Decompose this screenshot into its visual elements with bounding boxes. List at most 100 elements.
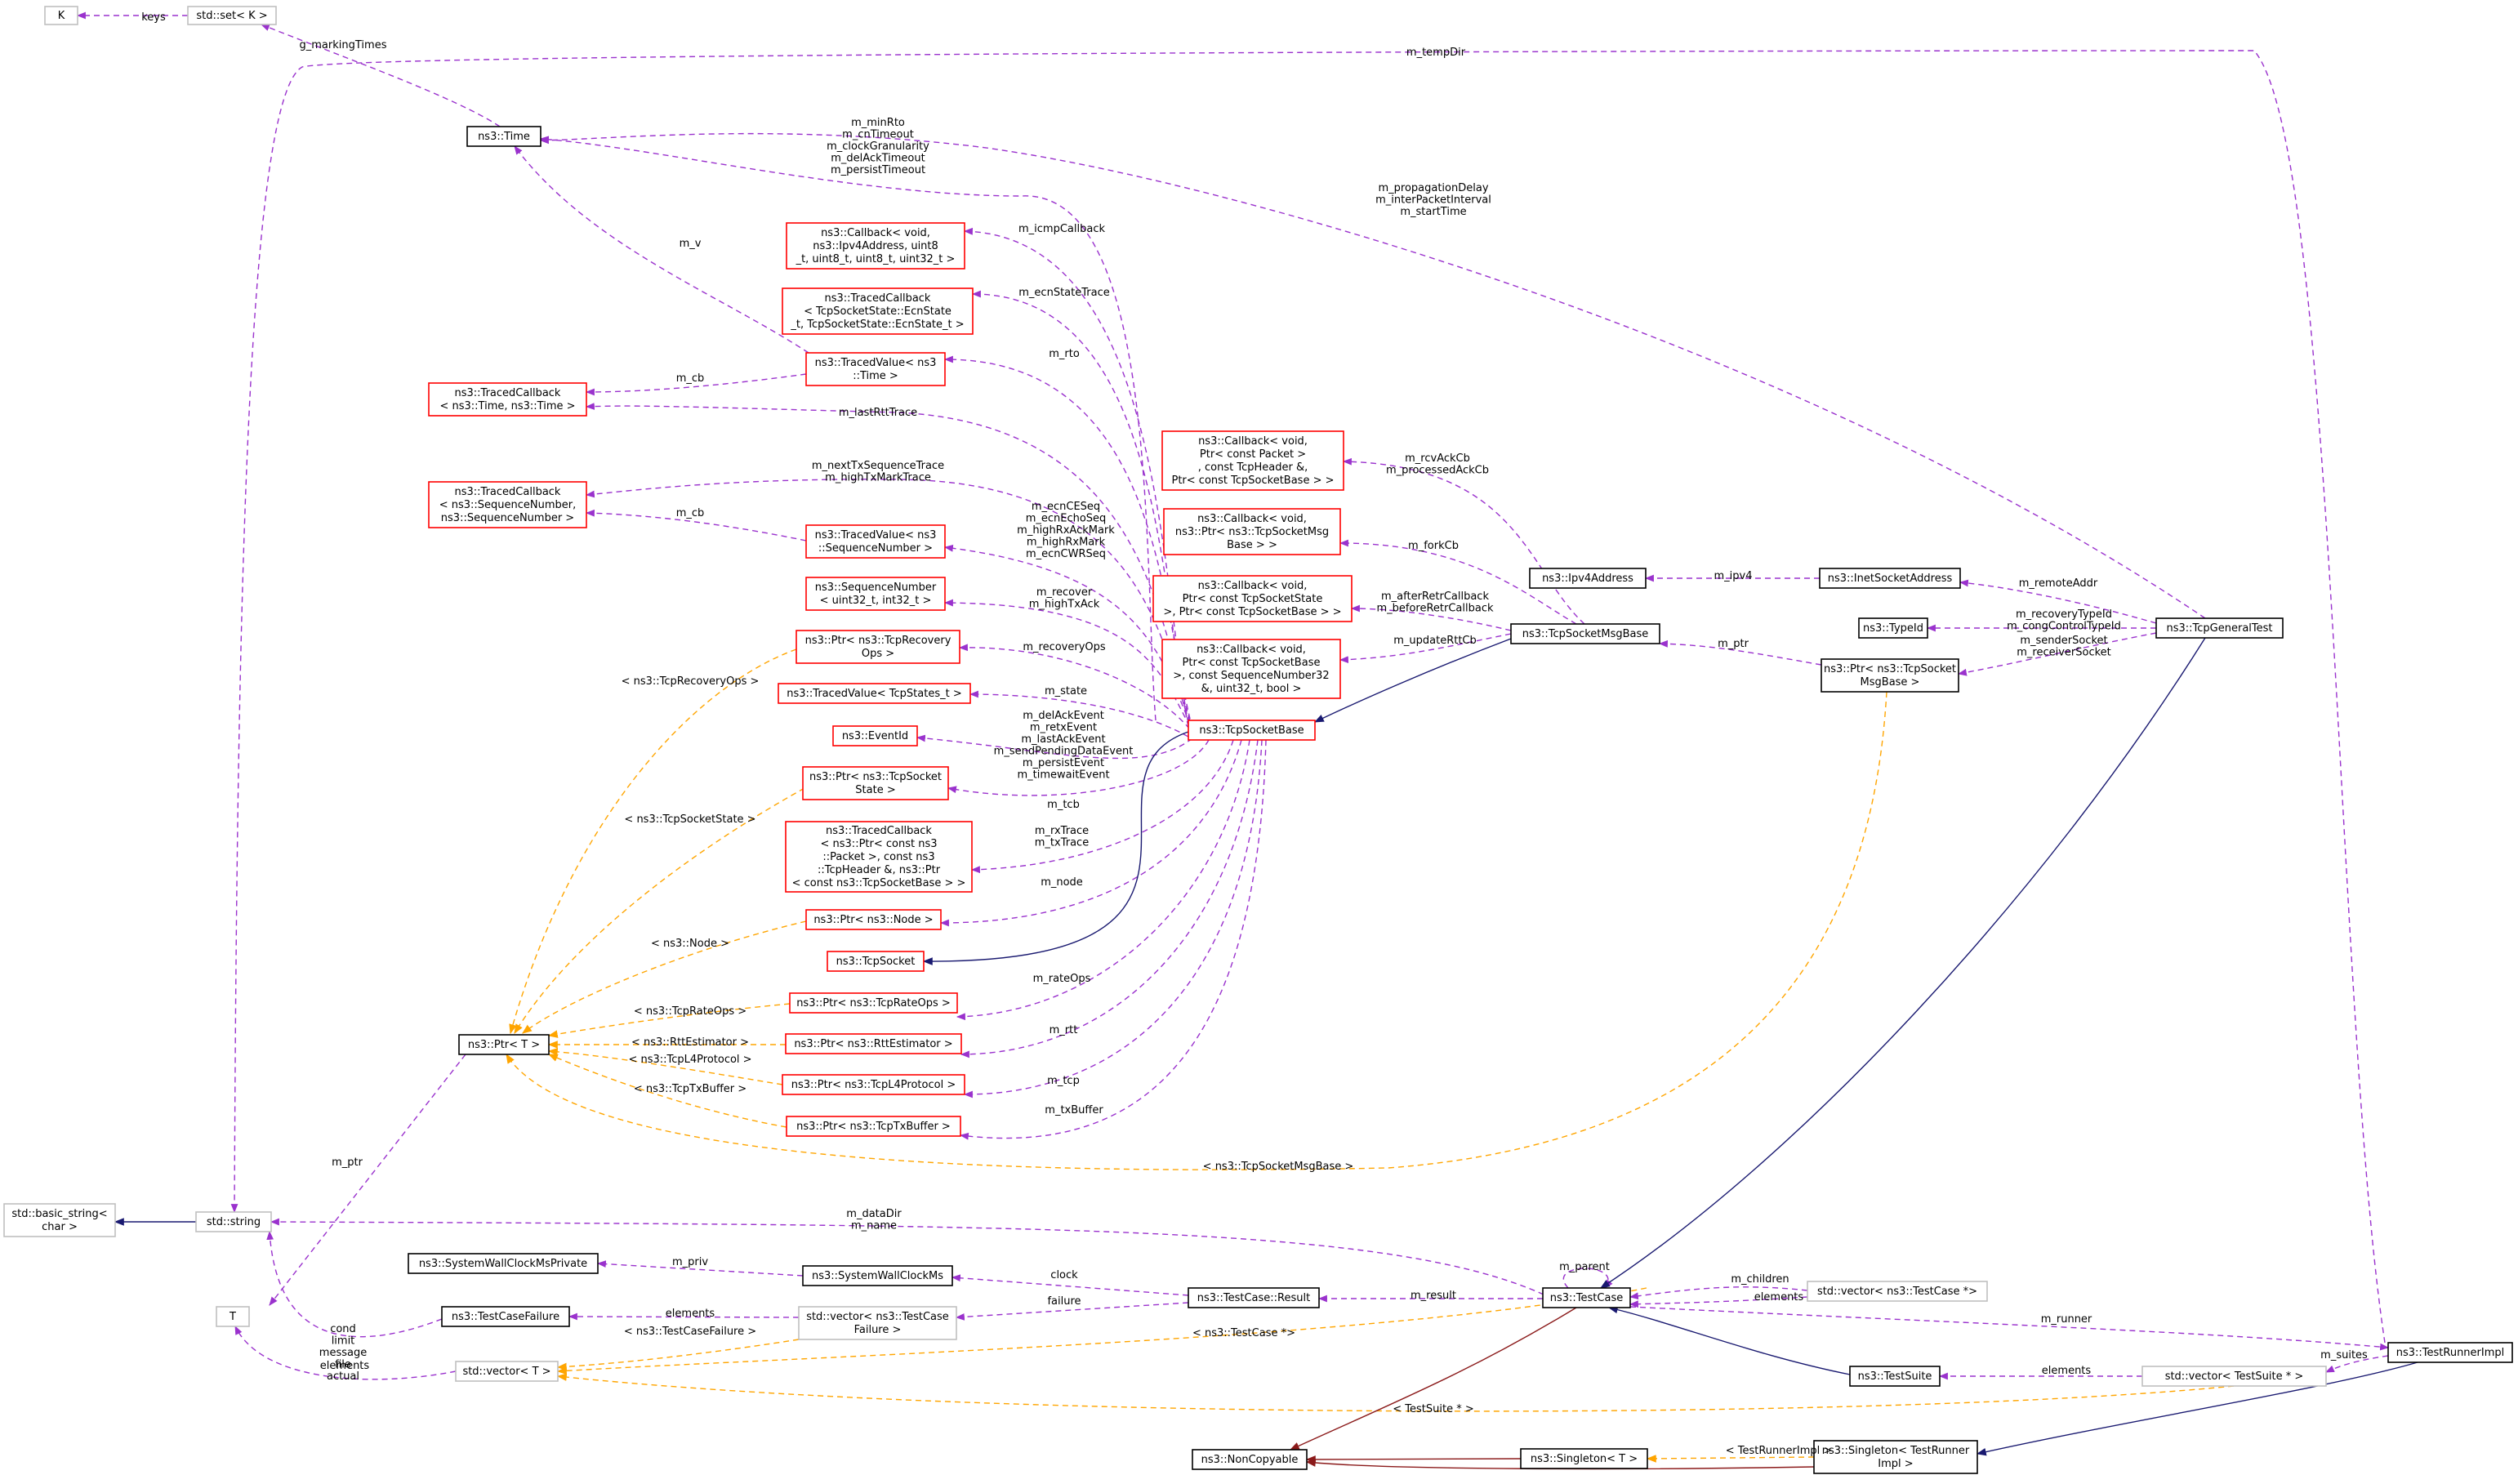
- member-edge: [1629, 1306, 2390, 1351]
- class-node-tcrx[interactable]: ns3::TracedCallback< ns3::Ptr< const ns3…: [785, 821, 973, 893]
- class-node-box: [1849, 1366, 1941, 1387]
- class-node-box: [786, 222, 965, 270]
- class-node-label: ns3::Ptr< ns3::TcpSocketMsg: [1175, 526, 1329, 538]
- class-node-ptrstate[interactable]: ns3::Ptr< ns3::TcpSocketState >: [802, 766, 949, 800]
- class-node-vecT[interactable]: std::vector< T >: [455, 1361, 559, 1382]
- class-node-testcase[interactable]: ns3::TestCase: [1542, 1287, 1631, 1308]
- edge-label: keys: [141, 11, 166, 24]
- class-node-label: ns3::SystemWallClockMsPrivate: [419, 1258, 587, 1270]
- class-node-tcseq[interactable]: ns3::TracedCallback< ns3::SequenceNumber…: [428, 481, 587, 528]
- class-node-label: ns3::Singleton< TestRunner: [1822, 1445, 1970, 1457]
- member-edge: [539, 136, 1156, 721]
- class-node-ptrrate[interactable]: ns3::Ptr< ns3::TcpRateOps >: [789, 992, 958, 1014]
- edge-label: < ns3::TcpTxBuffer >: [634, 1083, 746, 1095]
- edge-label: g_markingTimes: [300, 39, 387, 51]
- class-node-K[interactable]: K: [44, 6, 78, 25]
- class-node-tcpsocket[interactable]: ns3::TcpSocket: [827, 951, 925, 972]
- template-edge: [506, 691, 1887, 1170]
- class-node-result[interactable]: ns3::TestCase::Result: [1188, 1287, 1320, 1308]
- class-node-seqnum[interactable]: ns3::SequenceNumber< uint32_t, int32_t >: [805, 577, 946, 611]
- class-node-cbicmp[interactable]: ns3::Callback< void,ns3::Ipv4Address, ui…: [786, 222, 965, 270]
- class-node-tcfail[interactable]: ns3::TestCaseFailure: [441, 1306, 570, 1327]
- class-node-typeid[interactable]: ns3::TypeId: [1858, 617, 1928, 639]
- member-edge: [947, 739, 1210, 796]
- class-node-tcecn[interactable]: ns3::TracedCallback< TcpSocketState::Ecn…: [782, 287, 974, 335]
- class-node-ptrT[interactable]: ns3::Ptr< T >: [458, 1034, 550, 1055]
- class-node-box: [1188, 720, 1316, 741]
- member-edge: [956, 739, 1250, 1021]
- class-node-cbrtt[interactable]: ns3::Callback< void,Ptr< const TcpSocket…: [1161, 639, 1341, 699]
- class-node-box: [782, 1074, 965, 1095]
- edge-label: < ns3::TcpSocketMsgBase >: [1203, 1161, 1354, 1173]
- class-node-tvseq[interactable]: ns3::TracedValue< ns3::SequenceNumber >: [805, 524, 946, 559]
- class-node-tsmb[interactable]: ns3::TcpSocketMsgBase: [1510, 623, 1660, 644]
- edges-layer: [76, 11, 2418, 1470]
- edge-label: m_ipv4: [1714, 570, 1753, 582]
- class-node-tgt[interactable]: ns3::TcpGeneralTest: [2155, 617, 2284, 639]
- edge-label: elements: [2042, 1365, 2092, 1377]
- class-node-box: [785, 1033, 962, 1054]
- class-node-runner[interactable]: ns3::TestRunnerImpl: [2387, 1342, 2513, 1363]
- class-node-eventid[interactable]: ns3::EventId: [832, 725, 918, 746]
- edge-label: m_recoveryOps: [1023, 641, 1106, 653]
- class-node-ptrnode[interactable]: ns3::Ptr< ns3::Node >: [805, 909, 942, 930]
- member-edge: [1342, 457, 1585, 625]
- class-node-cbfork[interactable]: ns3::Callback< void,ns3::Ptr< ns3::TcpSo…: [1163, 508, 1341, 555]
- class-node-box: [782, 287, 974, 335]
- class-node-vecfail[interactable]: std::vector< ns3::TestCaseFailure >: [798, 1306, 957, 1340]
- class-node-label: ns3::TracedCallback: [825, 292, 931, 305]
- class-node-singT[interactable]: ns3::Singleton< T >: [1520, 1448, 1648, 1469]
- class-node-bstring[interactable]: std::basic_string<char >: [3, 1203, 116, 1237]
- class-node-swc[interactable]: ns3::SystemWallClockMs: [802, 1265, 953, 1286]
- edge-label: m_ecnCWRSeq: [1026, 548, 1106, 560]
- class-node-label: Ptr< const Packet >: [1200, 448, 1306, 461]
- class-node-label: ns3::Ptr< ns3::TcpL4Protocol >: [791, 1079, 956, 1091]
- class-node-ipv4[interactable]: ns3::Ipv4Address: [1529, 568, 1647, 589]
- class-node-inet[interactable]: ns3::InetSocketAddress: [1819, 568, 1961, 589]
- edge-label: m_txTrace: [1035, 837, 1089, 849]
- class-node-label: &, uint32_t, bool >: [1201, 683, 1302, 695]
- class-node-ptrtsmb[interactable]: ns3::Ptr< ns3::TcpSocketMsgBase >: [1821, 658, 1959, 693]
- edge-label: m_persistEvent: [1023, 757, 1104, 769]
- class-node-T[interactable]: T: [216, 1306, 250, 1327]
- edge-label: m_delAckEvent: [1023, 710, 1104, 722]
- class-node-tctime[interactable]: ns3::TracedCallback< ns3::Time, ns3::Tim…: [428, 382, 587, 417]
- class-node-ptrtx[interactable]: ns3::Ptr< ns3::TcpTxBuffer >: [786, 1116, 961, 1137]
- member-edge: [260, 24, 501, 127]
- edge-label: m_highRxMark: [1027, 537, 1106, 549]
- class-node-tvtime[interactable]: ns3::TracedValue< ns3::Time >: [805, 352, 946, 386]
- member-edge: [2324, 1355, 2389, 1373]
- class-node-box: [428, 382, 587, 417]
- edge-label: m_propagationDelay: [1378, 182, 1488, 194]
- class-node-ptrrec[interactable]: ns3::Ptr< ns3::TcpRecoveryOps >: [796, 630, 960, 664]
- edge-label: m_recover: [1036, 586, 1093, 599]
- edge-label: < ns3::TcpRateOps >: [634, 1005, 746, 1018]
- class-node-tsb[interactable]: ns3::TcpSocketBase: [1188, 720, 1316, 741]
- class-node-ptrl4[interactable]: ns3::Ptr< ns3::TcpL4Protocol >: [782, 1074, 965, 1095]
- template-edge: [556, 1339, 800, 1371]
- class-node-testsuite[interactable]: ns3::TestSuite: [1849, 1366, 1941, 1387]
- class-node-time[interactable]: ns3::Time: [466, 126, 541, 147]
- class-node-swcmp[interactable]: ns3::SystemWallClockMsPrivate: [408, 1253, 599, 1274]
- class-node-noncopy[interactable]: ns3::NonCopyable: [1192, 1449, 1308, 1470]
- template-edge: [547, 1003, 791, 1038]
- class-node-box: [466, 126, 541, 147]
- class-node-label: MsgBase >: [1861, 676, 1920, 689]
- class-node-cbrcv[interactable]: ns3::Callback< void,Ptr< const Packet >,…: [1161, 430, 1344, 491]
- class-node-label: ns3::TestRunnerImpl: [2396, 1347, 2505, 1359]
- class-node-ptrrtt[interactable]: ns3::Ptr< ns3::RttEstimator >: [785, 1033, 962, 1054]
- class-node-vects[interactable]: std::vector< TestSuite * >: [2141, 1366, 2327, 1387]
- class-node-cbretr[interactable]: ns3::Callback< void,Ptr< const TcpSocket…: [1152, 575, 1353, 622]
- class-node-string[interactable]: std::string: [195, 1211, 272, 1232]
- class-node-singR[interactable]: ns3::Singleton< TestRunnerImpl >: [1813, 1440, 1978, 1474]
- class-node-label: ns3::TestSuite: [1858, 1370, 1932, 1383]
- class-node-set[interactable]: std::set< K >: [187, 6, 277, 25]
- class-node-box: [1163, 508, 1341, 555]
- member-edge: [969, 690, 1189, 738]
- inherit-edge: [1313, 638, 1512, 723]
- class-node-tvstates[interactable]: ns3::TracedValue< TcpStates_t >: [778, 683, 971, 704]
- class-node-box: [778, 683, 971, 704]
- class-node-box: [455, 1361, 559, 1382]
- class-node-vectc[interactable]: std::vector< ns3::TestCase *>: [1807, 1281, 1988, 1302]
- class-node-label: ::SequenceNumber >: [818, 542, 933, 555]
